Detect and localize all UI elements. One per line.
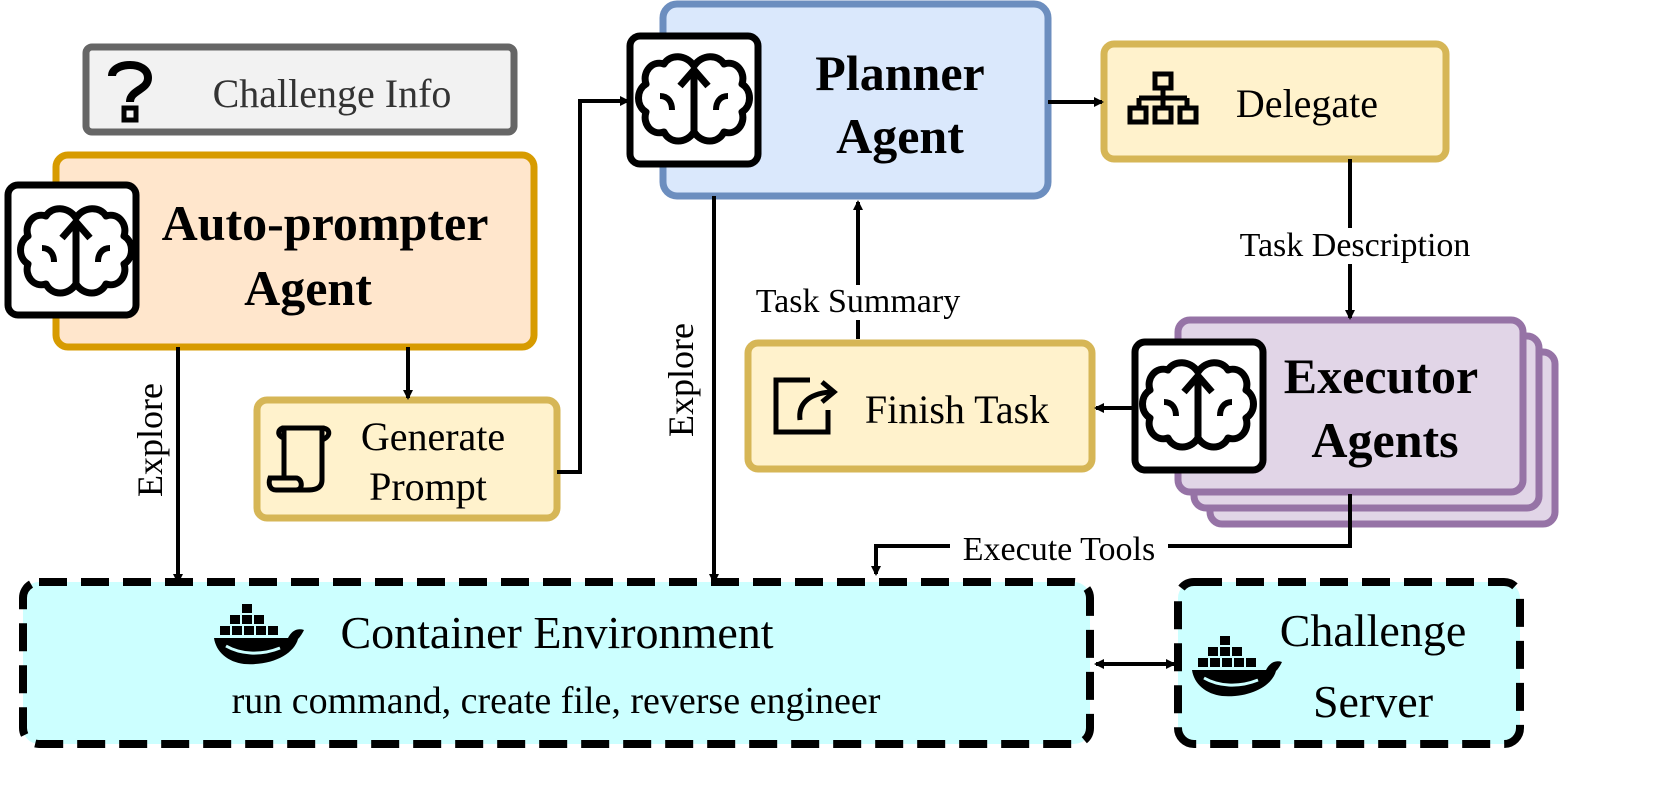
question-icon xyxy=(108,61,153,123)
generate-prompt-node: Generate Prompt xyxy=(253,396,561,522)
delegate-node: Delegate xyxy=(1100,40,1450,163)
challenge-server-line2: Server xyxy=(1313,676,1433,727)
finish-task-label: Finish Task xyxy=(865,387,1049,432)
edge-label-execute-tools: Execute Tools xyxy=(963,531,1155,568)
container-title: Container Environment xyxy=(340,607,773,658)
autoprompter-title-line2: Agent xyxy=(244,260,372,316)
challenge-server-node: Challenge Server xyxy=(1174,578,1524,748)
challenge-server-line1: Challenge xyxy=(1280,605,1467,656)
export-icon xyxy=(773,377,838,435)
scroll-icon xyxy=(266,425,332,493)
edge-label-explore-left: Explore xyxy=(130,383,170,497)
executor-title-line1: Executor xyxy=(1284,348,1478,404)
executor-agents-node: Executor Agents xyxy=(1131,316,1559,528)
generate-prompt-line2: Prompt xyxy=(369,464,487,509)
planner-agent-node: Planner Agent xyxy=(626,0,1052,200)
hierarchy-icon xyxy=(1127,71,1199,125)
challenge-info-node: Challenge Info xyxy=(82,43,518,136)
planner-title-line2: Agent xyxy=(836,108,964,164)
autoprompter-agent-node: Auto-prompter Agent xyxy=(4,151,538,351)
edge-label-task-description: Task Description xyxy=(1240,227,1471,264)
finish-task-node: Finish Task xyxy=(744,339,1096,473)
challenge-info-label: Challenge Info xyxy=(213,71,452,116)
planner-title-line1: Planner xyxy=(815,45,984,101)
autoprompter-title-line1: Auto-prompter xyxy=(162,195,489,251)
executor-title-line2: Agents xyxy=(1311,412,1458,468)
delegate-label: Delegate xyxy=(1236,81,1378,126)
container-subtitle: run command, create file, reverse engine… xyxy=(232,680,881,722)
container-environment-node: Container Environment run command, creat… xyxy=(19,578,1094,748)
generate-prompt-line1: Generate xyxy=(361,414,505,459)
edge-generate-to-planner xyxy=(557,96,630,474)
edges xyxy=(173,96,1352,669)
edge-executor-to-container xyxy=(876,494,1352,574)
edge-label-task-summary: Task Summary xyxy=(756,283,960,320)
edge-label-explore-mid: Explore xyxy=(661,323,701,437)
